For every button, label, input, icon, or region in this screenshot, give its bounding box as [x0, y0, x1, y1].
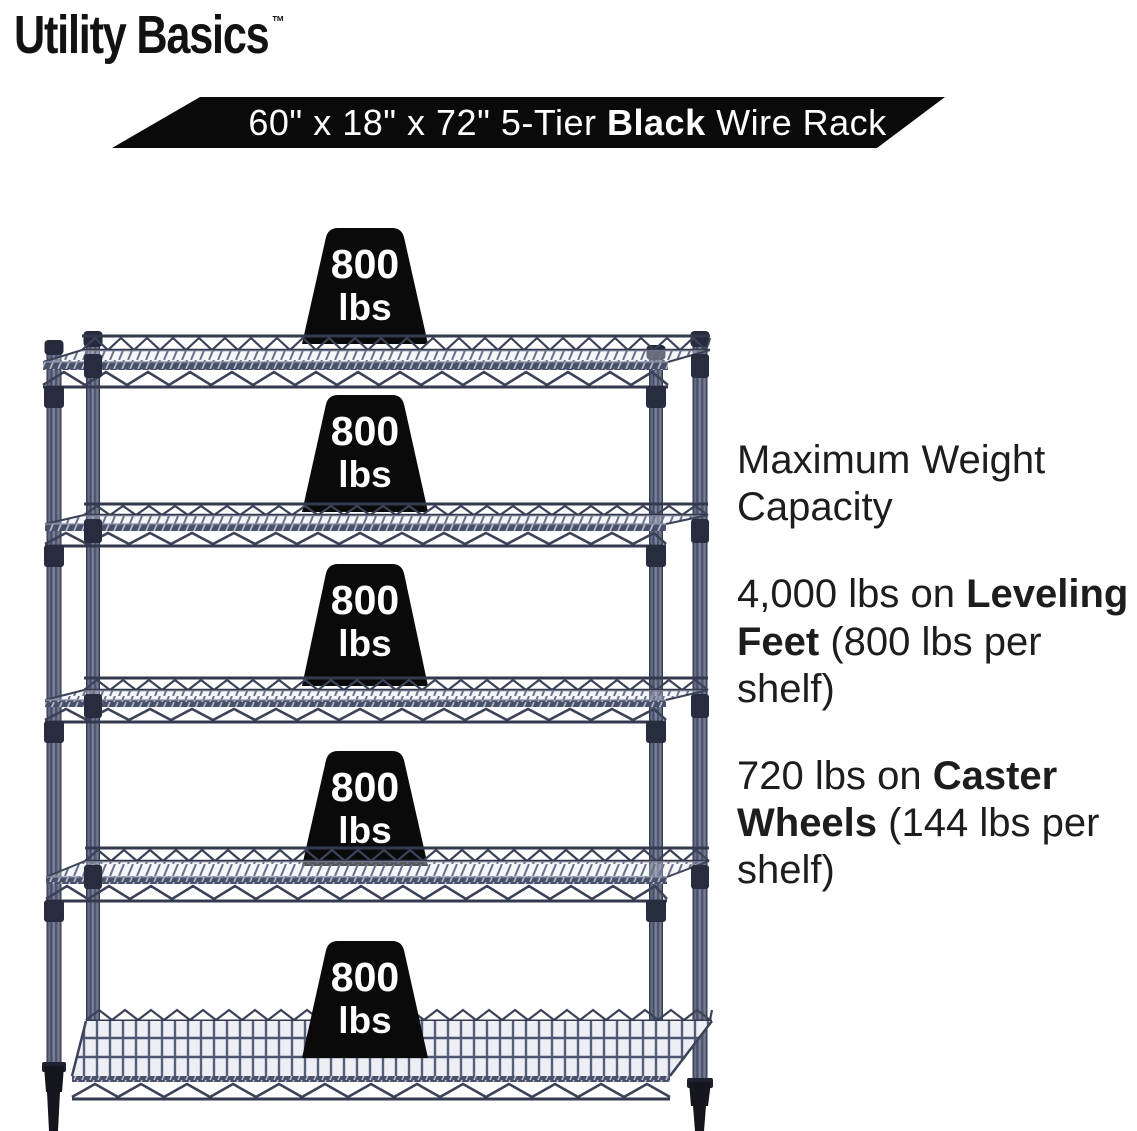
spec-leveling-feet: 4,000 lbs on Leveling Feet (800 lbs per …: [737, 571, 1137, 713]
trademark-symbol: ™: [271, 14, 285, 31]
weight-value: 800: [331, 408, 399, 454]
banner-text: 60" x 18" x 72" 5-Tier Black Wire Rack: [248, 102, 886, 144]
weight-value: 800: [331, 954, 399, 1000]
info-panel: Maximum Weight Capacity 4,000 lbs on Lev…: [737, 437, 1137, 935]
weight-unit: lbs: [338, 1000, 391, 1041]
weight-unit: lbs: [338, 287, 391, 328]
product-banner: 60" x 18" x 72" 5-Tier Black Wire Rack: [112, 97, 945, 148]
weight-unit: lbs: [338, 454, 391, 495]
banner-size-text: 60" x 18" x 72" 5-Tier: [248, 101, 608, 143]
spec-caster-wheels: 720 lbs on Caster Wheels (144 lbs per sh…: [737, 753, 1137, 895]
weight-value: 800: [331, 764, 399, 810]
weight-unit: lbs: [338, 810, 391, 851]
spec2-pre: 720 lbs on: [737, 753, 933, 798]
spec1-post: (800 lbs per shelf): [737, 619, 1042, 711]
weight-value: 800: [331, 241, 399, 287]
spec1-pre: 4,000 lbs on: [737, 572, 967, 617]
spec2-post: (144 lbs per shelf): [737, 801, 1100, 893]
banner-color-text: Black: [607, 101, 706, 143]
weight-unit: lbs: [338, 623, 391, 664]
brand-name: Utility Basics: [14, 5, 270, 65]
spec1-bold: Leveling Feet: [737, 572, 1129, 664]
banner-product-text: Wire Rack: [705, 101, 887, 143]
weight-value: 800: [331, 577, 399, 623]
spec2-bold: Caster Wheels: [737, 753, 1058, 846]
max-capacity-heading: Maximum Weight Capacity: [737, 438, 1046, 530]
